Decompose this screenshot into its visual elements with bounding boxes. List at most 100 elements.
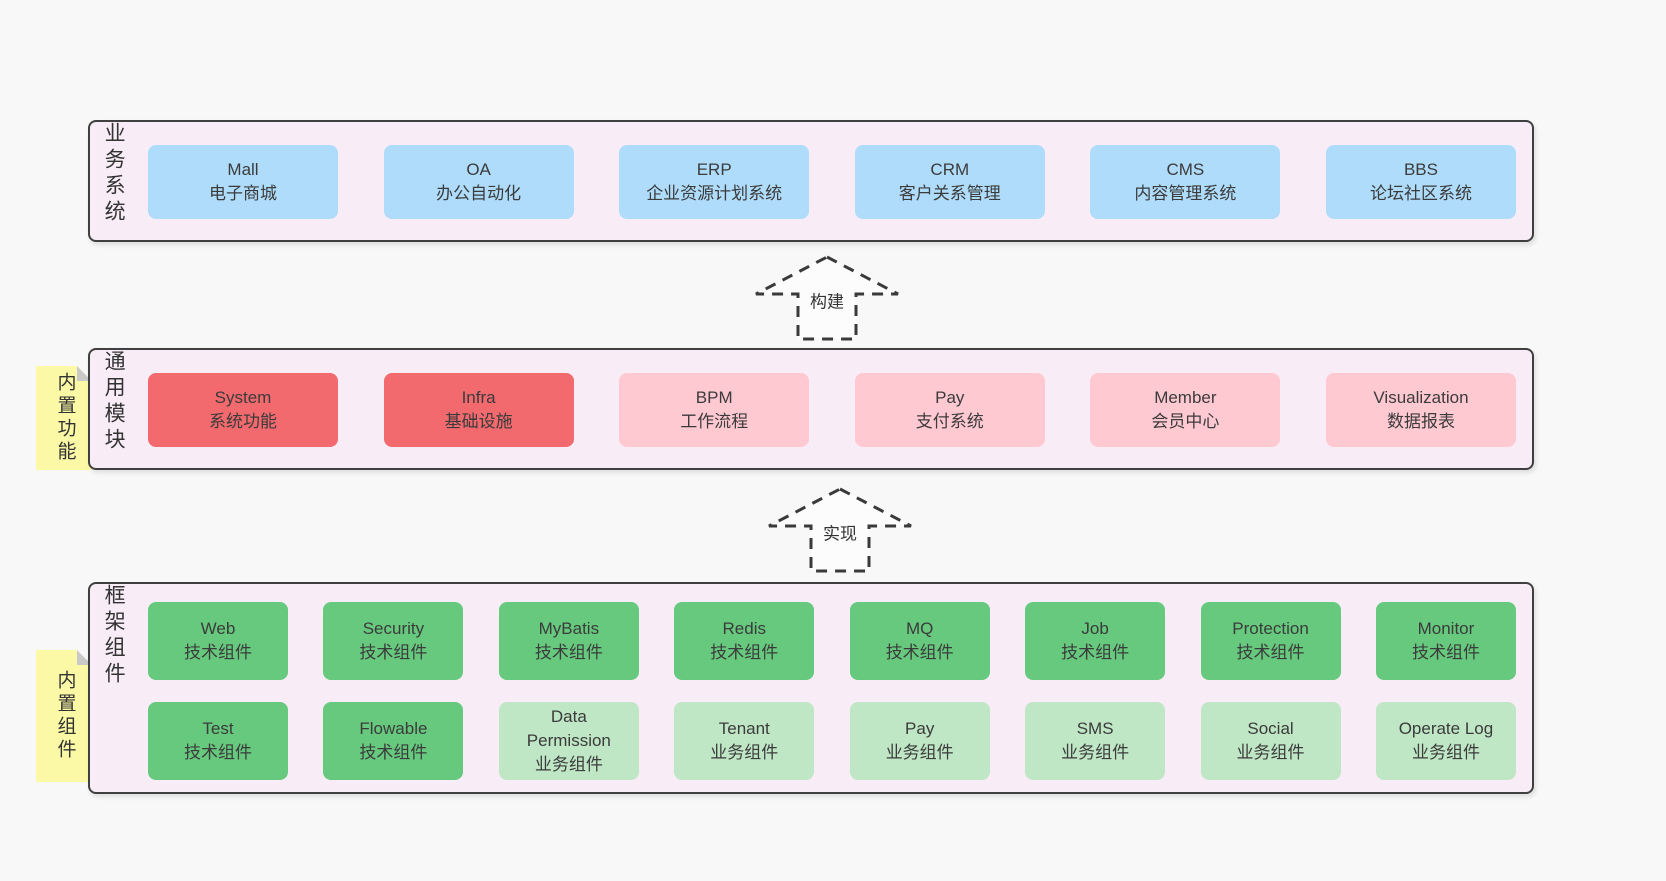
box-mq: MQ 技术组件	[849, 602, 990, 680]
box-flowable: Flowable 技术组件	[323, 702, 464, 780]
box-title: MQ	[905, 619, 934, 638]
box-title: SMS	[1076, 719, 1114, 738]
box-job: Job 技术组件	[1025, 602, 1166, 680]
business-systems-row: Mall 电子商城 OA 办公自动化 ERP 企业资源计划系统 CRM 客户关系管理 CMS 内容…	[148, 145, 1516, 219]
box-security: Security 技术组件	[323, 602, 464, 680]
box-tenant: Tenant 业务组件	[674, 702, 815, 780]
box-protection: Protection 技术组件	[1200, 602, 1341, 680]
layer-side-label: 业务系统	[102, 122, 126, 226]
box-web: Web 技术组件	[148, 602, 288, 680]
box-oa: OA 办公自动化	[383, 145, 574, 219]
box-title: Visualization	[1373, 388, 1469, 407]
box-subtitle: 技术组件	[359, 743, 428, 762]
box-subtitle: 业务组件	[710, 743, 779, 762]
sticky-note-built-in-components: 内置组件	[36, 650, 92, 782]
box-title: Security	[362, 619, 425, 638]
box-cms: CMS 内容管理系统	[1090, 145, 1281, 219]
box-mall: Mall 电子商城	[148, 145, 338, 219]
box-title: Data Permission	[526, 707, 611, 750]
box-title: Operate Log	[1398, 719, 1494, 738]
box-title: CRM	[930, 160, 970, 179]
box-operate-log: Operate Log 业务组件	[1375, 702, 1516, 780]
box-bpm: BPM 工作流程	[619, 373, 810, 447]
box-title: Social	[1247, 719, 1294, 738]
box-subtitle: 技术组件	[1236, 643, 1305, 662]
arrow-label: 构建	[807, 286, 847, 314]
box-subtitle: 系统功能	[209, 412, 277, 431]
box-subtitle: 论坛社区系统	[1369, 184, 1472, 203]
box-pay: Pay 业务组件	[849, 702, 990, 780]
sticky-note-label: 内置功能	[54, 372, 76, 464]
box-pay: Pay 支付系统	[854, 373, 1045, 447]
box-title: Flowable	[359, 719, 428, 738]
box-subtitle: 技术组件	[359, 643, 428, 662]
box-subtitle: 支付系统	[915, 412, 984, 431]
box-subtitle: 技术组件	[1061, 643, 1130, 662]
box-member: Member 会员中心	[1090, 373, 1281, 447]
box-subtitle: 业务组件	[534, 755, 603, 774]
box-title: Protection	[1232, 619, 1309, 638]
box-data-permission: Data Permission 业务组件	[498, 702, 639, 780]
box-subtitle: 电子商城	[209, 184, 277, 203]
box-title: ERP	[696, 160, 732, 179]
arrow-build: 构建	[752, 254, 902, 342]
box-title: Web	[200, 619, 236, 638]
box-subtitle: 企业资源计划系统	[646, 184, 783, 203]
box-subtitle: 会员中心	[1151, 412, 1220, 431]
box-redis: Redis 技术组件	[674, 602, 815, 680]
box-crm: CRM 客户关系管理	[854, 145, 1045, 219]
box-system: System 系统功能	[148, 373, 338, 447]
box-subtitle: 技术组件	[885, 643, 954, 662]
box-title: Member	[1154, 388, 1217, 407]
sticky-note-label: 内置组件	[54, 670, 76, 762]
box-subtitle: 技术组件	[1411, 643, 1480, 662]
box-subtitle: 办公自动化	[436, 184, 522, 203]
box-subtitle: 基础设施	[444, 412, 513, 431]
box-title: Mall	[227, 160, 259, 179]
box-subtitle: 技术组件	[710, 643, 779, 662]
layer-side-label: 框架组件	[102, 584, 126, 688]
box-subtitle: 内容管理系统	[1134, 184, 1237, 203]
box-subtitle: 技术组件	[534, 643, 603, 662]
box-subtitle: 技术组件	[184, 743, 252, 762]
box-subtitle: 客户关系管理	[898, 184, 1001, 203]
box-subtitle: 技术组件	[184, 643, 252, 662]
arrow-label: 实现	[820, 518, 860, 546]
layer-business-systems: 业务系统 Mall 电子商城 OA 办公自动化 ERP 企业资源计划系统 CRM 客户关系管理…	[88, 120, 1534, 242]
box-title: Redis	[722, 619, 766, 638]
box-title: Pay	[905, 719, 935, 738]
box-title: Monitor	[1417, 619, 1475, 638]
box-test: Test 技术组件	[148, 702, 288, 780]
box-subtitle: 业务组件	[885, 743, 954, 762]
box-title: Job	[1081, 619, 1109, 638]
box-subtitle: 业务组件	[1236, 743, 1305, 762]
layer-side-label: 通用模块	[102, 350, 126, 454]
box-visualization: Visualization 数据报表	[1325, 373, 1516, 447]
box-monitor: Monitor 技术组件	[1375, 602, 1516, 680]
arrow-implement: 实现	[765, 486, 915, 574]
box-subtitle: 业务组件	[1411, 743, 1480, 762]
box-title: System	[214, 388, 272, 407]
box-sms: SMS 业务组件	[1025, 702, 1166, 780]
sticky-note-built-in-functions: 内置功能	[36, 366, 92, 470]
box-subtitle: 工作流程	[680, 412, 749, 431]
box-title: BPM	[695, 388, 733, 407]
box-subtitle: 数据报表	[1386, 412, 1455, 431]
box-title: Pay	[935, 388, 965, 407]
box-title: Tenant	[718, 719, 770, 738]
box-title: OA	[466, 160, 491, 179]
box-erp: ERP 企业资源计划系统	[619, 145, 810, 219]
box-title: Test	[202, 719, 234, 738]
box-social: Social 业务组件	[1200, 702, 1341, 780]
box-subtitle: 业务组件	[1061, 743, 1130, 762]
box-title: CMS	[1166, 160, 1205, 179]
